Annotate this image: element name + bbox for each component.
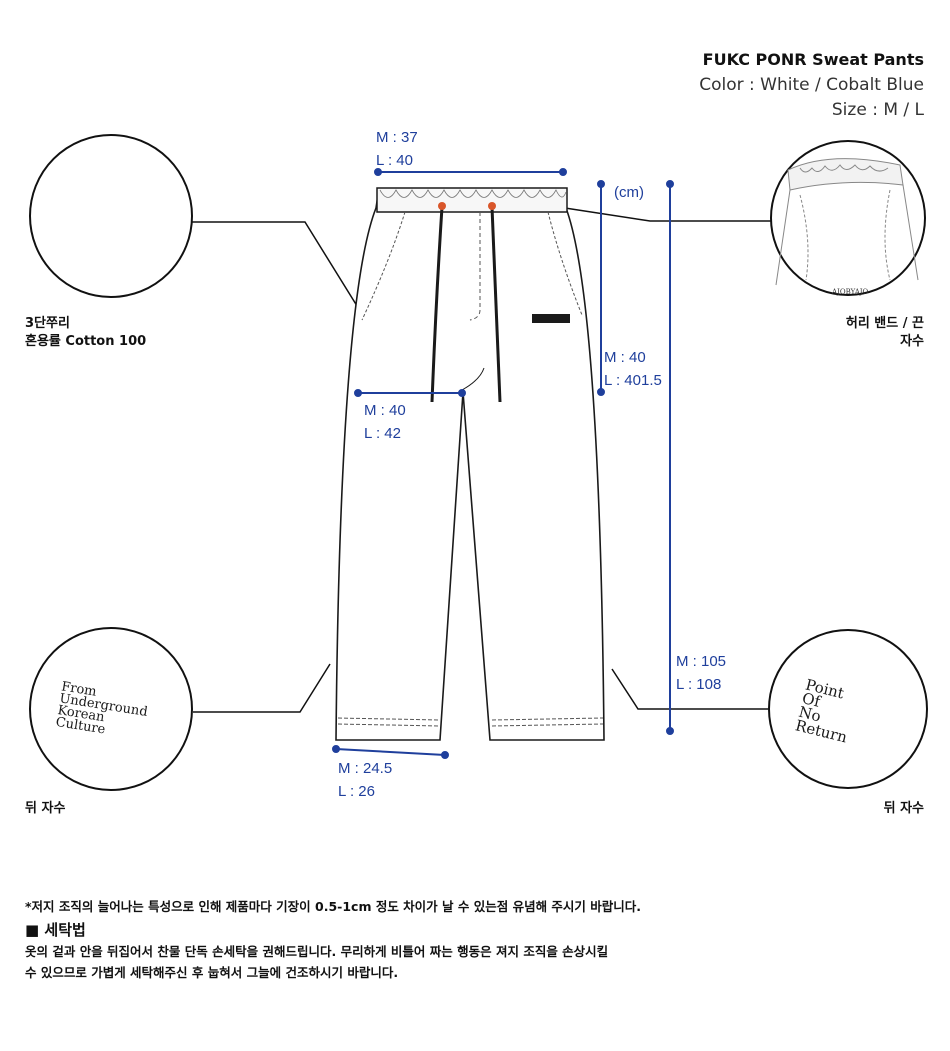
waistband xyxy=(376,187,568,213)
pants-outline xyxy=(335,194,605,741)
back-right-detail-circle xyxy=(768,629,928,789)
back-right-caption: 뒤 자수 xyxy=(883,801,924,816)
wash-title: ■ 세탁법 xyxy=(25,921,86,939)
product-title: FUKC PONR Sweat Pants xyxy=(702,50,924,69)
logo-patch xyxy=(532,314,570,323)
fabric-detail-circle xyxy=(29,134,193,298)
unit-label: (cm) xyxy=(614,184,644,201)
size-disclaimer: *저지 조직의 늘어나는 특성으로 인해 제품마다 기장이 0.5-1cm 정도… xyxy=(25,899,642,914)
wash-line-1: 옷의 겉과 안을 뒤집어서 찬물 단독 손세탁을 권해드립니다. 무리하게 비틀… xyxy=(25,944,609,959)
back-left-detail-circle xyxy=(29,627,193,791)
waistband-closeup xyxy=(775,158,919,286)
back-left-caption: 뒤 자수 xyxy=(25,801,66,816)
wash-line-2: 수 있으므로 가볍게 세탁해주신 후 눕혀서 그늘에 건조하시기 바랍니다. xyxy=(25,965,399,980)
size-info: Size : M / L xyxy=(831,100,924,120)
color-info: Color : White / Cobalt Blue xyxy=(699,75,924,95)
waistband-logo-text: AJOBYAJO xyxy=(832,288,869,296)
